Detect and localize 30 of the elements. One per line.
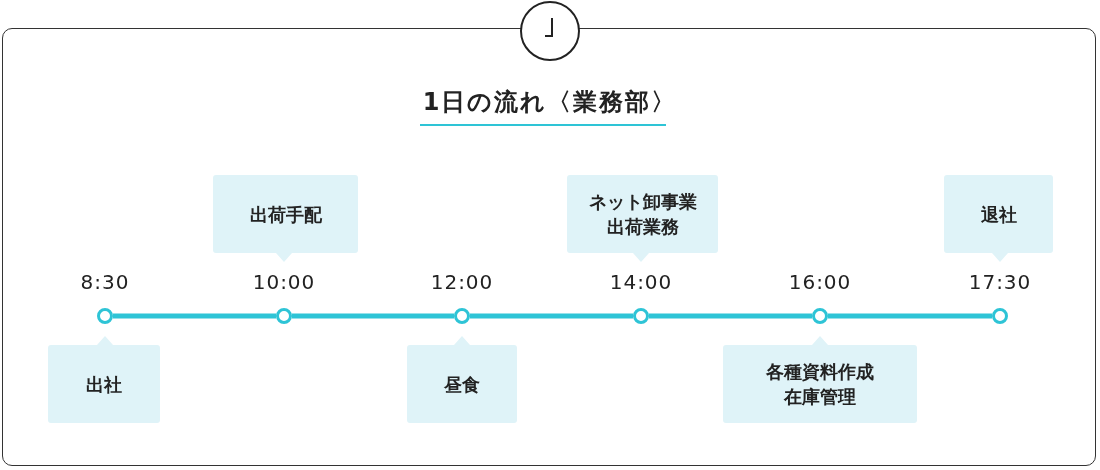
time-label: 16:00 [788, 270, 852, 294]
time-label: 10:00 [252, 270, 316, 294]
timeline-point [454, 308, 470, 324]
callout-text: 各種資料作成在庫管理 [765, 360, 875, 409]
timeline-segment [470, 313, 633, 319]
timeline-point [276, 308, 292, 324]
timeline-point [97, 308, 113, 324]
callout-text: 退社 [980, 202, 1017, 227]
callout-text: 出荷手配 [249, 202, 322, 227]
timeline-segment [649, 313, 812, 319]
timeline-segment [292, 313, 454, 319]
timeline-segment [113, 313, 276, 319]
time-label: 17:30 [968, 270, 1032, 294]
callout-box [48, 336, 160, 423]
timeline-segment [828, 313, 992, 319]
callout-text: ネット卸事業出荷業務 [587, 190, 698, 239]
callout-text: 出社 [86, 372, 122, 397]
callout-box [407, 336, 517, 423]
time-label: 14:00 [609, 270, 673, 294]
title: 1日の流れ〈業務部〉 [422, 88, 678, 116]
callout-text: 昼食 [444, 372, 480, 397]
timeline-point [992, 308, 1008, 324]
timeline-point [812, 308, 828, 324]
timeline-point [633, 308, 649, 324]
callout-box [567, 175, 718, 262]
callout-box [944, 175, 1053, 262]
callout-box [723, 336, 917, 423]
time-label: 12:00 [430, 270, 494, 294]
callout-box [213, 175, 358, 262]
time-label: 8:30 [80, 270, 130, 294]
